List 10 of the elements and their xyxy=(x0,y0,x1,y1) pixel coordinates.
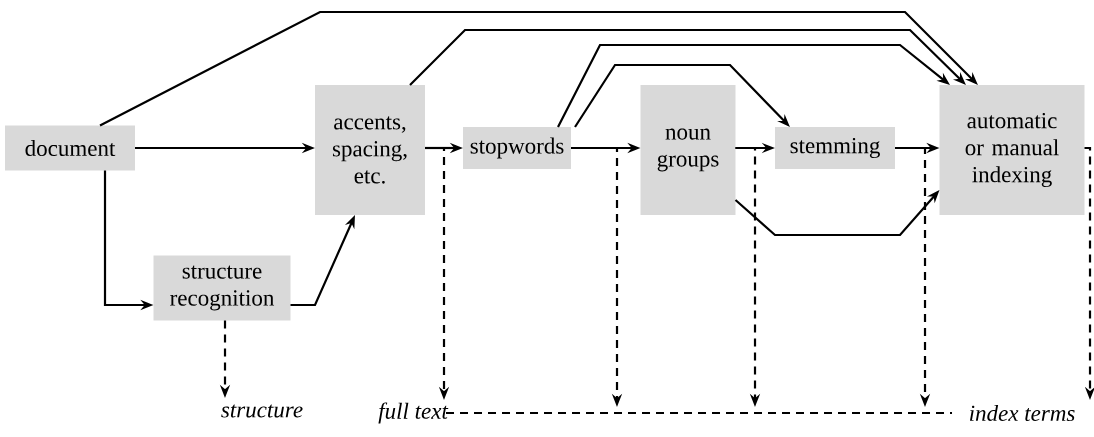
output-label: full text xyxy=(378,402,449,424)
output-label: structure xyxy=(221,404,303,418)
process-box: stemming xyxy=(775,127,895,169)
process-box: noun groups xyxy=(640,85,736,215)
process-box: document xyxy=(5,125,135,171)
process-box: structure recognition xyxy=(153,255,291,321)
process-box: stopwords xyxy=(463,127,571,169)
process-box: accents, spacing, etc. xyxy=(315,85,425,215)
output-label: index terms xyxy=(969,404,1075,422)
process-box: automatic or manual indexing xyxy=(939,85,1085,215)
